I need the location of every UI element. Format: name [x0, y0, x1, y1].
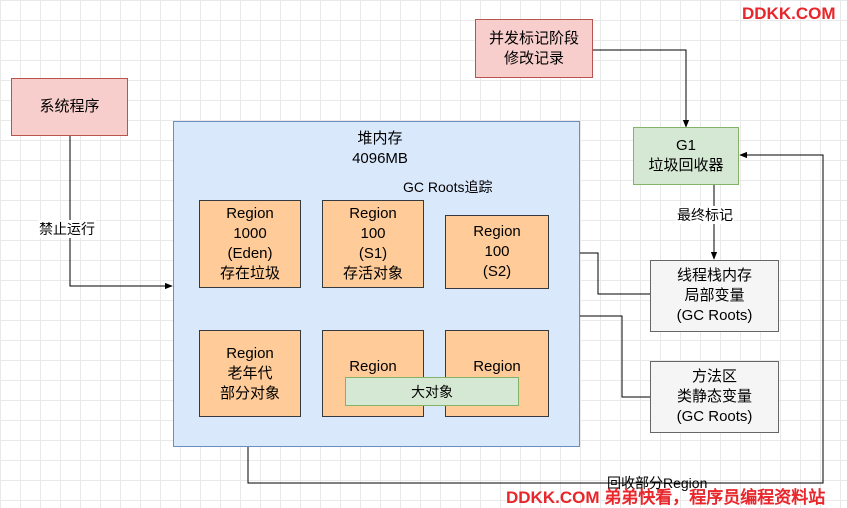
method-area-line2: 类静态变量	[676, 388, 752, 405]
region-eden-line2: 1000	[233, 225, 267, 242]
region-old-gen: Region 老年代 部分对象	[199, 330, 301, 417]
edge-label-gc-roots-trace: GC Roots追踪	[402, 178, 494, 196]
region-s1-line4: 存活对象	[342, 265, 403, 282]
method-area-line3: (GC Roots)	[676, 408, 753, 425]
watermark-bottom: DDKK.COM 弟弟快看，程序员编程资料站	[506, 488, 826, 507]
g1-line2: 垃圾回收器	[648, 157, 724, 174]
thread-stack-line3: (GC Roots)	[676, 307, 753, 324]
system-program-node: 系统程序	[11, 78, 128, 136]
region-old-line2: 老年代	[227, 364, 273, 382]
thread-stack-line1: 线程栈内存	[676, 267, 752, 284]
watermark-top: DDKK.COM	[742, 4, 836, 23]
edge-stop-running	[69, 136, 173, 290]
region-eden-line1: Region	[226, 205, 274, 222]
concurrent-mark-node: 并发标记阶段 修改记录	[475, 19, 593, 78]
large-object-bar: 大对象	[345, 377, 519, 406]
region-old-line1: Region	[226, 344, 274, 362]
region-s1: Region 100 (S1) 存活对象	[322, 200, 424, 288]
region-s2-line3: (S2)	[482, 263, 512, 280]
system-program-label: 系统程序	[39, 98, 100, 115]
region-old-line3: 部分对象	[219, 384, 280, 402]
heap-title: 堆内存 4096MB	[330, 129, 430, 169]
method-area-line1: 方法区	[691, 368, 737, 385]
g1-collector-node: G1 垃圾回收器	[633, 127, 739, 185]
g1-line1: G1	[675, 137, 696, 154]
region-humongous-b-label: Region	[473, 358, 521, 375]
region-eden: Region 1000 (Eden) 存在垃圾	[199, 200, 301, 288]
region-eden-line3: (Eden)	[227, 245, 273, 262]
region-s1-line2: 100	[360, 225, 386, 242]
thread-stack-line2: 局部变量	[684, 287, 745, 304]
concurrent-mark-line1: 并发标记阶段	[488, 29, 579, 47]
region-s1-line1: Region	[349, 205, 397, 222]
edge-label-final-mark: 最终标记	[676, 206, 734, 224]
edge-modify-to-g1	[593, 49, 690, 128]
region-s2-line2: 100	[484, 243, 510, 260]
region-s2: Region 100 (S2)	[445, 215, 549, 289]
edge-label-reclaim-region: 回收部分Region	[607, 475, 708, 491]
heap-title-line1: 堆内存	[357, 130, 403, 147]
region-s2-line1: Region	[473, 223, 521, 240]
region-eden-line4: 存在垃圾	[219, 265, 280, 282]
heap-title-line2: 4096MB	[352, 150, 408, 167]
large-object-label: 大对象	[411, 383, 453, 400]
method-area-node: 方法区 类静态变量 (GC Roots)	[650, 361, 779, 433]
region-s1-line3: (S1)	[358, 245, 388, 262]
concurrent-mark-line2: 修改记录	[503, 49, 564, 67]
edge-label-stop-running: 禁止运行	[38, 220, 96, 238]
thread-stack-node: 线程栈内存 局部变量 (GC Roots)	[650, 260, 779, 332]
edge-reclaim-region	[247, 151, 824, 484]
region-humongous-a-label: Region	[349, 358, 397, 375]
